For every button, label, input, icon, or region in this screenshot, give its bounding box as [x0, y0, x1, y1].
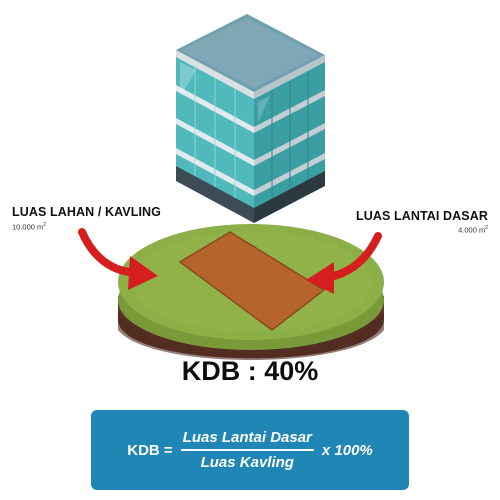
arrow-icon — [78, 228, 158, 290]
formula-numerator: Luas Lantai Dasar — [182, 429, 312, 446]
formula-box: KDB = Luas Lantai Dasar Luas Kavling x 1… — [91, 410, 409, 490]
floor-area-title: LUAS LANTAI DASAR — [355, 209, 488, 223]
formula-denominator: Luas Kavling — [200, 454, 294, 471]
footprint-icon — [178, 231, 326, 331]
land-area-value: 10.000 m2 — [12, 222, 47, 232]
land-area-title: LUAS LAHAN / KAVLING — [12, 205, 161, 219]
formula-lhs: KDB = — [127, 441, 173, 459]
building-icon — [176, 14, 325, 223]
formula-multiplier: x 100% — [321, 441, 373, 459]
arrow-icon — [306, 232, 382, 294]
fraction-bar — [180, 449, 314, 451]
formula-fraction: Luas Lantai Dasar Luas Kavling — [180, 429, 314, 471]
kdb-result: KDB : 40% — [181, 356, 319, 386]
floor-area-value: 4.000 m2 — [458, 225, 488, 235]
